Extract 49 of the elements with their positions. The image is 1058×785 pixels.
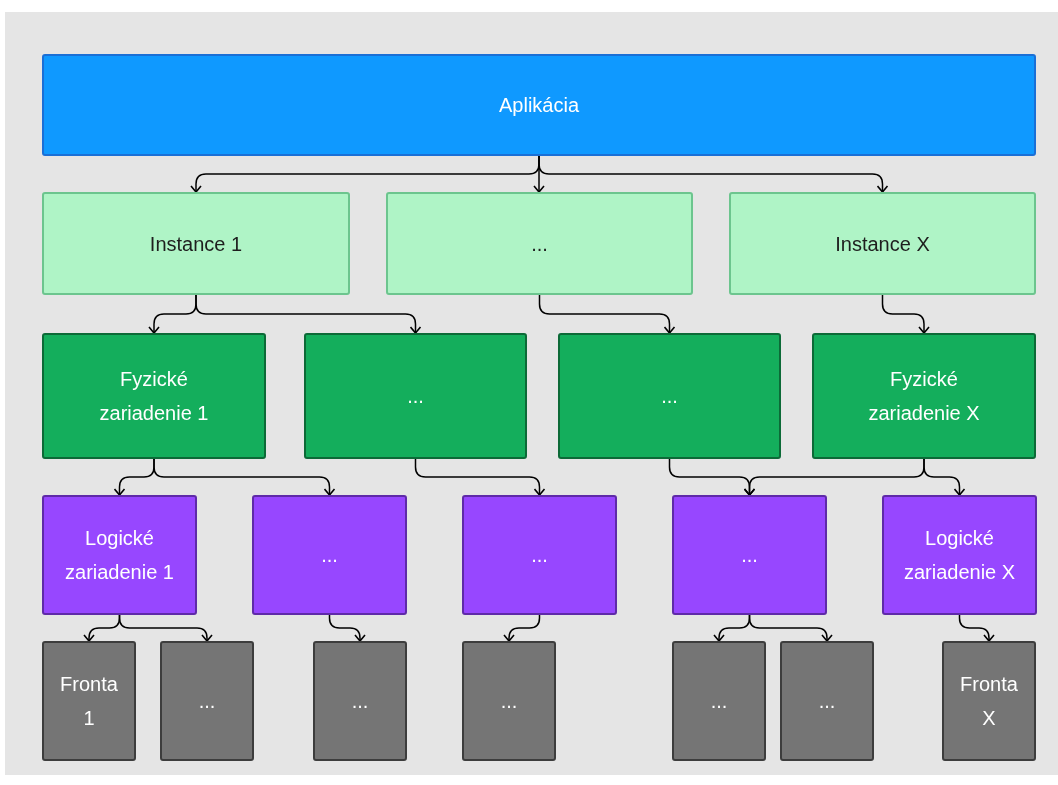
node-label: ... xyxy=(531,543,548,568)
node-label: ... xyxy=(531,231,548,257)
node-label: ... xyxy=(500,689,518,714)
arrow xyxy=(153,458,336,496)
queue-box xyxy=(313,641,407,761)
arrow xyxy=(881,294,930,334)
node-label: ... xyxy=(741,543,758,568)
logical-device-box xyxy=(462,495,617,615)
logical-device-box xyxy=(252,495,407,615)
arrow xyxy=(923,458,966,496)
physical-device-box xyxy=(812,333,1036,459)
application-box xyxy=(42,54,1036,156)
queue-box xyxy=(780,641,874,761)
physical-device-box xyxy=(304,333,527,459)
node-label: ... xyxy=(661,384,678,409)
queue-box xyxy=(160,641,254,761)
node-label: ... xyxy=(818,689,836,714)
node-label: Fronta X xyxy=(959,672,1019,731)
queue-box xyxy=(672,641,766,761)
arrow xyxy=(118,614,213,642)
node-label: Aplikácia xyxy=(498,93,579,118)
node-label: ... xyxy=(710,689,728,714)
arrow xyxy=(414,458,546,496)
node-label: ... xyxy=(407,384,424,409)
node-label: Fronta 1 xyxy=(59,672,119,731)
queue-box xyxy=(42,641,136,761)
logical-device-box xyxy=(672,495,827,615)
logical-device-box xyxy=(882,495,1037,615)
instance-box xyxy=(42,192,350,295)
logical-device-box xyxy=(42,495,197,615)
node-label: ... xyxy=(351,689,369,714)
node-label: Fyzické zariadenie 1 xyxy=(98,367,210,426)
node-label: Logické zariadenie X xyxy=(902,526,1017,585)
node-label: Fyzické zariadenie X xyxy=(867,367,981,426)
instance-box xyxy=(729,192,1036,295)
node-label: Instance 1 xyxy=(149,231,243,257)
arrow xyxy=(195,294,422,334)
queue-box xyxy=(942,641,1036,761)
queue-box xyxy=(462,641,556,761)
arrow xyxy=(538,294,676,334)
node-label: Logické zariadenie 1 xyxy=(64,526,175,585)
node-label: ... xyxy=(198,689,216,714)
instance-box xyxy=(386,192,693,295)
arrow xyxy=(748,614,833,642)
physical-device-box xyxy=(42,333,266,459)
node-label: ... xyxy=(321,543,338,568)
arrow xyxy=(538,155,889,193)
node-label: Instance X xyxy=(835,231,930,257)
physical-device-box xyxy=(558,333,781,459)
